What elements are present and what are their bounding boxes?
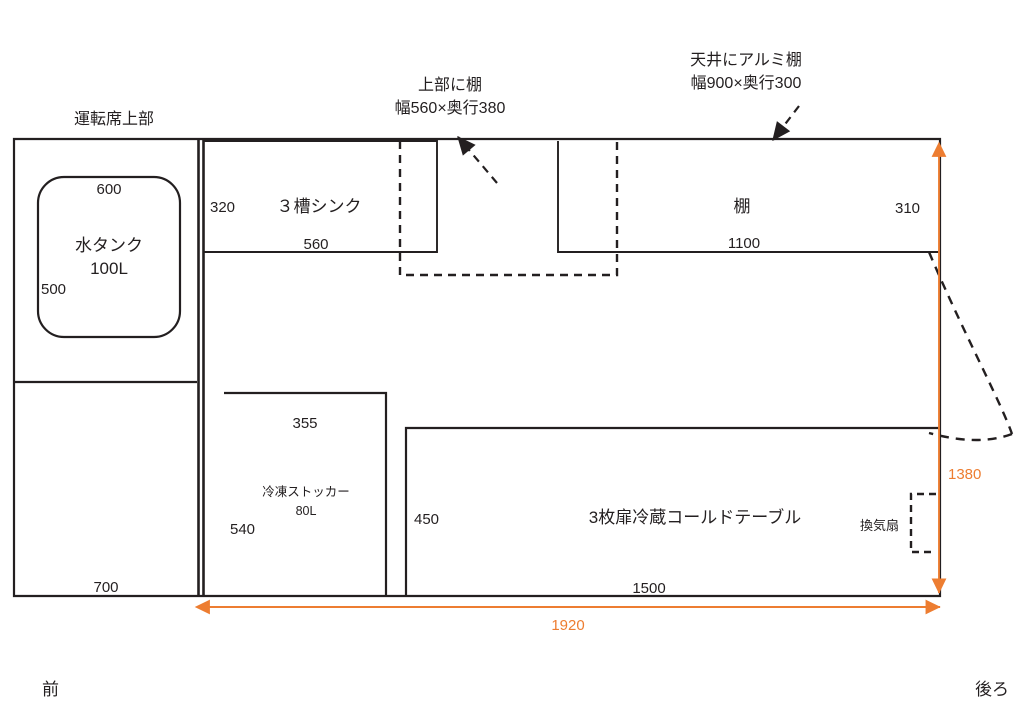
ventilation-fan-shape [909, 492, 936, 554]
freezer-label-line2: 80L [295, 504, 317, 518]
rear-direction-label: 後ろ [975, 680, 1009, 699]
water-tank-label-line1: 水タンク [75, 236, 143, 255]
freezer-width-dim: 355 [292, 415, 318, 432]
upper-shelf-note-line1: 上部に棚 [417, 77, 482, 94]
sink-depth-dim: 320 [210, 199, 236, 216]
sink-width-dim: 560 [303, 236, 329, 253]
body-outline [12, 137, 942, 598]
shelf-depth-dim: 310 [895, 200, 921, 217]
water-tank-width-dim: 600 [96, 181, 122, 198]
ceiling-shelf-note-line1: 天井にアルミ棚 [690, 52, 802, 69]
front-direction-label: 前 [42, 680, 59, 699]
rear-door-swing-arc [927, 251, 1014, 442]
overall-width-dim-label: 1380 [948, 466, 982, 483]
water-tank-label-line2: 100L [90, 259, 128, 278]
sink-label: ３槽シンク [276, 197, 362, 216]
leader-line-upper-shelf [457, 135, 498, 184]
upper-shelf-dashed-outline [398, 141, 619, 277]
shelf-label: 棚 [733, 197, 751, 216]
freezer-stocker-shape [224, 391, 388, 595]
driver-cabin-width-dim: 700 [93, 579, 119, 596]
ceiling-shelf-note-line2: 幅900×奥行300 [690, 75, 802, 92]
cold-table-width-dim: 1500 [632, 580, 666, 597]
cold-table-shape [404, 426, 940, 595]
upper-shelf-note-line2: 幅560×奥行380 [394, 100, 506, 117]
shelf-width-dim: 1100 [727, 235, 761, 252]
driver-seat-upper-label: 運転席上部 [73, 111, 154, 128]
cold-table-depth-dim: 450 [414, 511, 440, 528]
water-tank-shape [36, 175, 182, 339]
cold-table-label: 3枚扉冷蔵コールドテーブル [588, 508, 802, 527]
three-basin-sink-shape [204, 140, 438, 253]
ventilation-fan-label: 換気扇 [860, 518, 900, 533]
leader-line-ceiling-shelf [772, 105, 800, 142]
water-tank-depth-dim: 500 [41, 281, 67, 298]
overall-length-dim-label: 1920 [551, 617, 585, 634]
freezer-depth-dim: 540 [230, 521, 256, 538]
freezer-label-line1: 冷凍ストッカー [262, 485, 350, 499]
shelf-shape [557, 141, 940, 253]
